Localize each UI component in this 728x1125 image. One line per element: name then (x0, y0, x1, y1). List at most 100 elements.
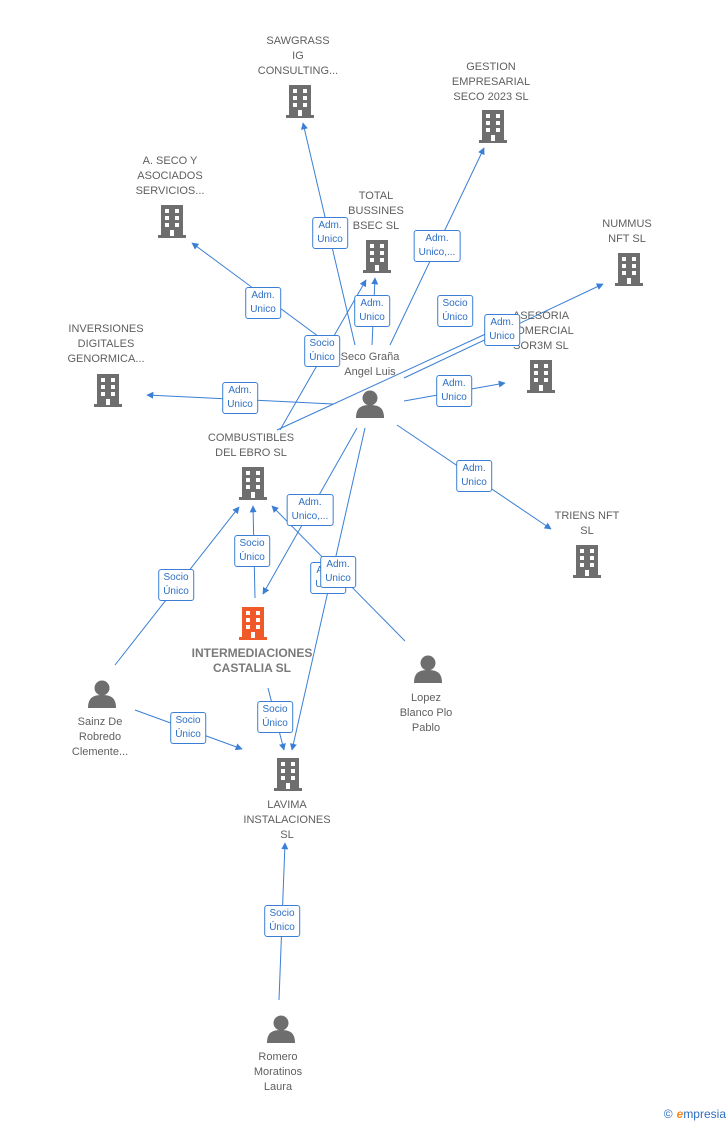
edge-label-seco-intermediaciones[interactable]: Adm.Unico,... (286, 494, 334, 526)
node-label-line: TRIENS NFT (554, 510, 620, 522)
node-label-line: LAVIMA (267, 799, 307, 811)
brand-initial: e (676, 1107, 684, 1121)
edge-label-line: Unico (250, 304, 276, 315)
edge-label-line: Socio (262, 704, 288, 715)
edge-label-line: Adm. (442, 378, 466, 389)
node-label-combustibles[interactable]: COMBUSTIBLES DEL EBRO SL (208, 431, 294, 461)
edge-label-line: Adm. (251, 290, 275, 301)
node-label-line: Robredo (78, 731, 122, 743)
building-icon-asesoria[interactable] (527, 360, 555, 393)
edge-label-line: Socio (163, 572, 189, 583)
building-icon-nummus[interactable] (615, 253, 643, 286)
edge-label-seco-total[interactable]: Adm. Unico (354, 295, 390, 327)
edge-label-seco-nummus[interactable]: Adm. Unico (484, 314, 520, 346)
edge-label-seco-asesoria[interactable]: Adm. Unico (436, 375, 472, 407)
edge-label-line: Socio (175, 715, 201, 726)
node-label-line: DIGITALES (77, 338, 135, 350)
building-icon-inversiones[interactable] (94, 374, 122, 407)
node-label-line: COMBUSTIBLES (207, 432, 295, 444)
edge-label-line: Único (239, 552, 265, 563)
node-label-line: Angel Luis (344, 366, 396, 378)
node-label-line: GESTION (466, 61, 516, 73)
node-label-line: SECO 2023 SL (453, 91, 529, 103)
building-icon-sawgrass[interactable] (286, 85, 314, 118)
brand-name: mpresia (683, 1107, 726, 1121)
edge-label-seco-sawgrass[interactable]: Adm.Unico (312, 217, 348, 249)
node-label-line: Pablo (411, 722, 441, 734)
edge-label-line: Unico (359, 312, 385, 323)
edge-label-line: Unico (489, 331, 515, 342)
building-icon-triens[interactable] (573, 545, 601, 578)
edge-label-line: Socio (239, 538, 265, 549)
edge-label-seco-triens[interactable]: Adm. Unico (456, 460, 492, 492)
edge-label-line: Adm. (462, 463, 486, 474)
node-label-line: NUMMUS (602, 218, 652, 230)
node-label-line: INTERMEDIACIONES (191, 646, 313, 660)
building-icon-intermediaciones[interactable] (239, 607, 267, 640)
edge-label-line: Único (442, 312, 468, 323)
building-icon-aseco[interactable] (158, 205, 186, 238)
node-label-line: EMPRESARIAL (451, 76, 531, 88)
person-icon-seco[interactable] (356, 390, 384, 419)
building-icon-combustibles[interactable] (239, 467, 267, 500)
node-label-line: INVERSIONES (68, 323, 144, 335)
edge-label-line: Único (262, 718, 288, 729)
person-icon-romero[interactable] (267, 1015, 295, 1044)
node-label-line: SOR3M SL (513, 340, 569, 352)
edge-label-seco-aseco[interactable]: Adm. Unico (245, 287, 281, 319)
person-icon-lopez[interactable] (414, 655, 442, 684)
node-label-gestion[interactable]: GESTION EMPRESARIAL SECO 2023 SL (452, 60, 530, 105)
footer-brand[interactable]: ©empresia (664, 1107, 726, 1121)
node-label-line: ASESORIA (512, 310, 570, 322)
copyright-icon: © (663, 1107, 673, 1121)
edge-label-line: Único (269, 922, 295, 933)
edge-label-line: Unico (325, 573, 351, 584)
edge-label-line: Adm. (490, 317, 514, 328)
edge-label-line: Socio (442, 298, 468, 309)
building-icon-total[interactable] (363, 240, 391, 273)
edge-label-line: Unico,... (291, 511, 329, 522)
edge-combustibles-asesoria (276, 325, 504, 431)
edge-label-line: Socio (309, 338, 335, 349)
node-label-line: DEL EBRO SL (215, 447, 287, 459)
edge-label-line: Adm. (360, 298, 384, 309)
edge-label-seco-gestion[interactable]: Adm.Unico,... (413, 230, 461, 262)
edge-label-line: Unico (441, 392, 467, 403)
building-icon-lavima[interactable] (274, 758, 302, 791)
node-label-nummus[interactable]: NUMMUS NFT SL (602, 217, 652, 247)
node-label-line: IG (292, 50, 304, 62)
node-label-line: Seco Graña (340, 351, 400, 363)
node-label-line: COMERCIAL (508, 325, 574, 337)
node-label-asesoria[interactable]: ASESORIA COMERCIAL SOR3M SL (508, 309, 573, 354)
edge-label-line: Unico (461, 477, 487, 488)
node-label-line: SAWGRASS (266, 35, 330, 47)
building-icon-gestion[interactable] (479, 110, 507, 143)
node-label-line: BUSSINES (348, 205, 404, 217)
edge-label-seco-inversiones[interactable]: Adm.Unico (222, 382, 258, 414)
node-label-line: A. SECO Y (142, 155, 198, 167)
node-label-line: SL (280, 829, 294, 841)
node-label-line: BSEC SL (352, 220, 400, 232)
person-icon-sainz[interactable] (88, 680, 116, 709)
edge-label-lopez-combustibles[interactable]: Adm.Unico (320, 556, 356, 588)
node-label-line: NFT SL (608, 233, 646, 245)
